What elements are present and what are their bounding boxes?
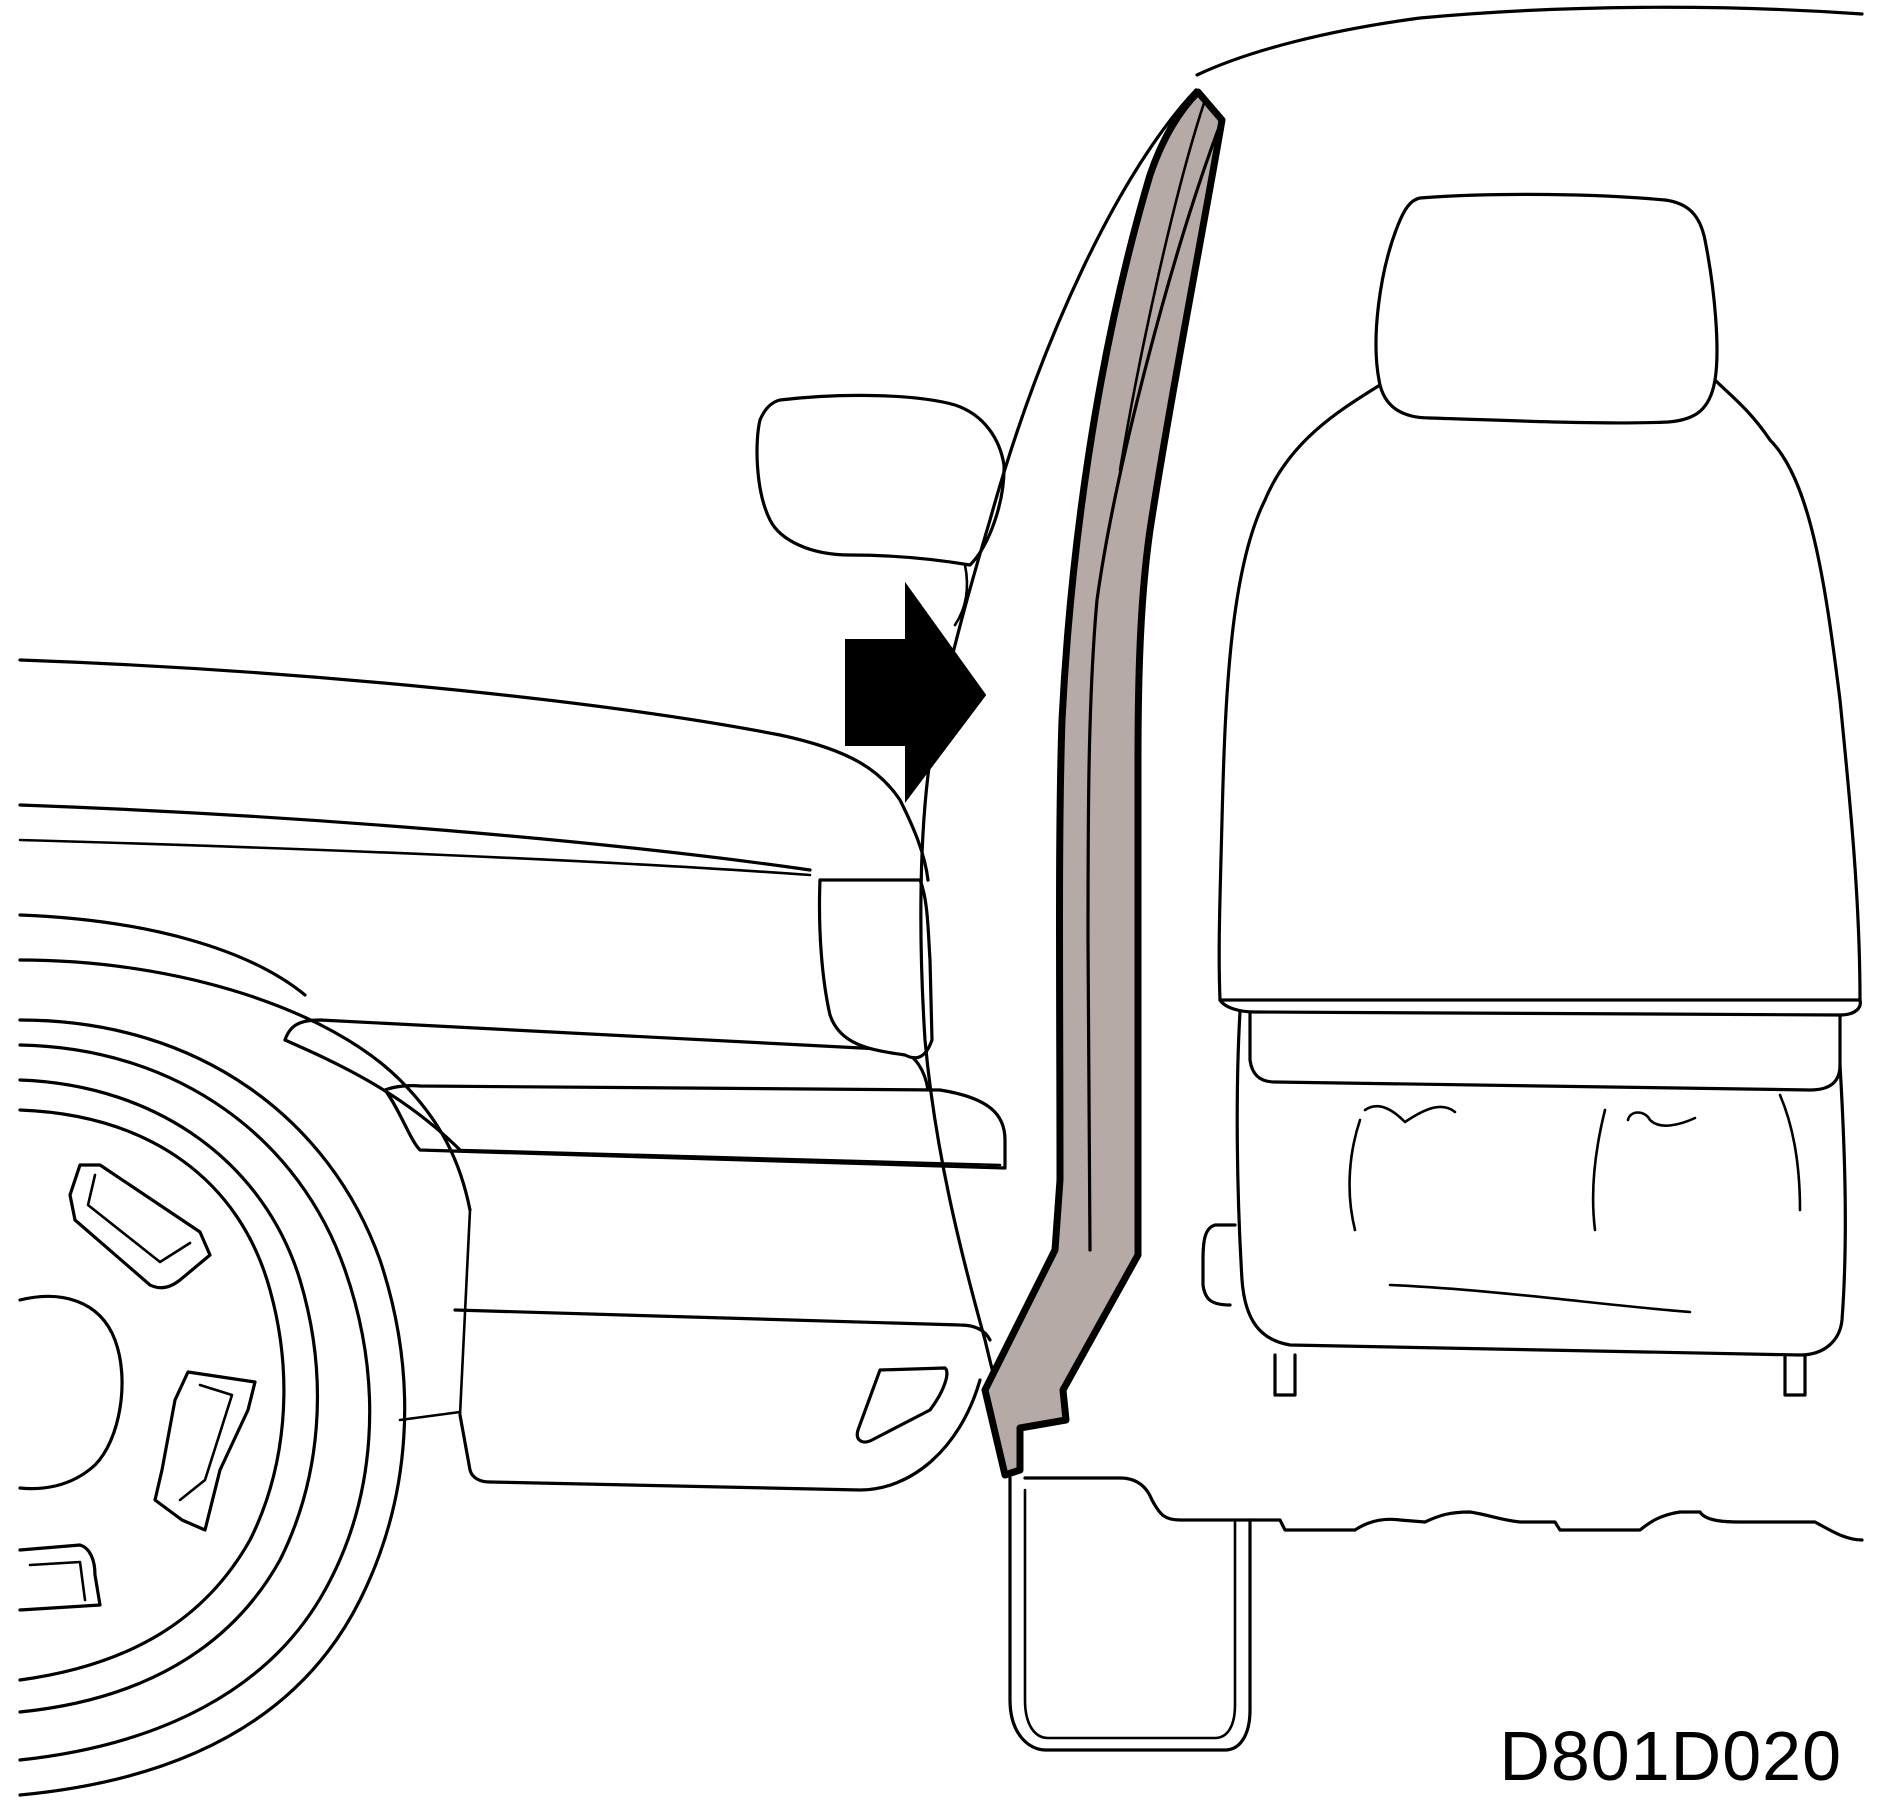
side-mirror bbox=[755, 393, 1006, 567]
wheel-spoke-3 bbox=[18, 1543, 102, 1612]
roof-line bbox=[1195, 5, 1864, 77]
figure-code-label: D801D020 bbox=[1499, 1717, 1842, 1795]
a-pillar-inner-edge bbox=[1086, 128, 1220, 1252]
door-outer-skin bbox=[919, 758, 1012, 1442]
seat-side-lever bbox=[1201, 1223, 1237, 1307]
wheel-spoke-2-inner bbox=[178, 1383, 234, 1502]
seat-leg-right bbox=[1783, 1353, 1807, 1397]
a-pillar-trim-highlight bbox=[981, 88, 1226, 1479]
pocket-wrinkle-4 bbox=[1626, 1111, 1697, 1127]
wheel-spoke-1-inner bbox=[86, 1173, 192, 1264]
wheel-rim-inner bbox=[18, 1108, 286, 1682]
door-bottom bbox=[458, 1378, 982, 1492]
mirror-base bbox=[953, 563, 969, 627]
wheel-hub bbox=[18, 1294, 124, 1491]
seat-leg-left bbox=[1273, 1353, 1297, 1397]
pocket-wrinkle-1 bbox=[1348, 1118, 1362, 1232]
a-pillar-crease bbox=[1118, 98, 1207, 472]
rocker-panel bbox=[453, 1308, 992, 1342]
sill-box bbox=[1008, 1476, 1252, 1752]
floor-sill bbox=[1023, 1476, 1864, 1542]
door-lower-line bbox=[458, 1148, 1002, 1167]
door-handle bbox=[855, 1366, 949, 1444]
wheel-spoke-3-inner bbox=[28, 1560, 87, 1602]
hood-line-mid bbox=[18, 803, 812, 872]
pocket-wrinkle-5 bbox=[1778, 1093, 1802, 1212]
wheel-tire-inner bbox=[18, 1043, 372, 1762]
pocket-wrinkle-6 bbox=[1388, 1283, 1692, 1314]
pocket-wrinkle-3 bbox=[1591, 1108, 1607, 1232]
body-side-lower bbox=[283, 1038, 462, 1152]
hood-line-lower bbox=[18, 838, 812, 877]
sill-trim bbox=[398, 1410, 462, 1422]
seat-back-lower bbox=[1235, 1010, 1847, 1357]
wheel-spoke-2 bbox=[153, 1370, 257, 1532]
wheel-spoke-1 bbox=[68, 1163, 212, 1290]
body-side-upper bbox=[283, 1018, 930, 1092]
open-door-panel bbox=[817, 878, 934, 1060]
pocket-wrinkle-2 bbox=[1363, 1104, 1457, 1124]
wheel-rim-outer bbox=[18, 1078, 320, 1714]
door-molding bbox=[383, 1084, 1007, 1170]
seat-headrest bbox=[1374, 192, 1719, 425]
wheel-arch-outer bbox=[18, 913, 307, 997]
seat-pocket bbox=[1248, 1010, 1842, 1092]
wheel-tire-outer bbox=[18, 1018, 407, 1797]
arrow-right-icon bbox=[845, 581, 987, 803]
sill-left bbox=[458, 1208, 472, 1417]
hood-line-upper bbox=[18, 658, 930, 882]
wheel-arch-inner bbox=[18, 958, 472, 1212]
sill-box-inner bbox=[1023, 1488, 1237, 1740]
seat-back-bottom-band bbox=[1218, 998, 1862, 1017]
seat-back bbox=[1217, 378, 1862, 1002]
